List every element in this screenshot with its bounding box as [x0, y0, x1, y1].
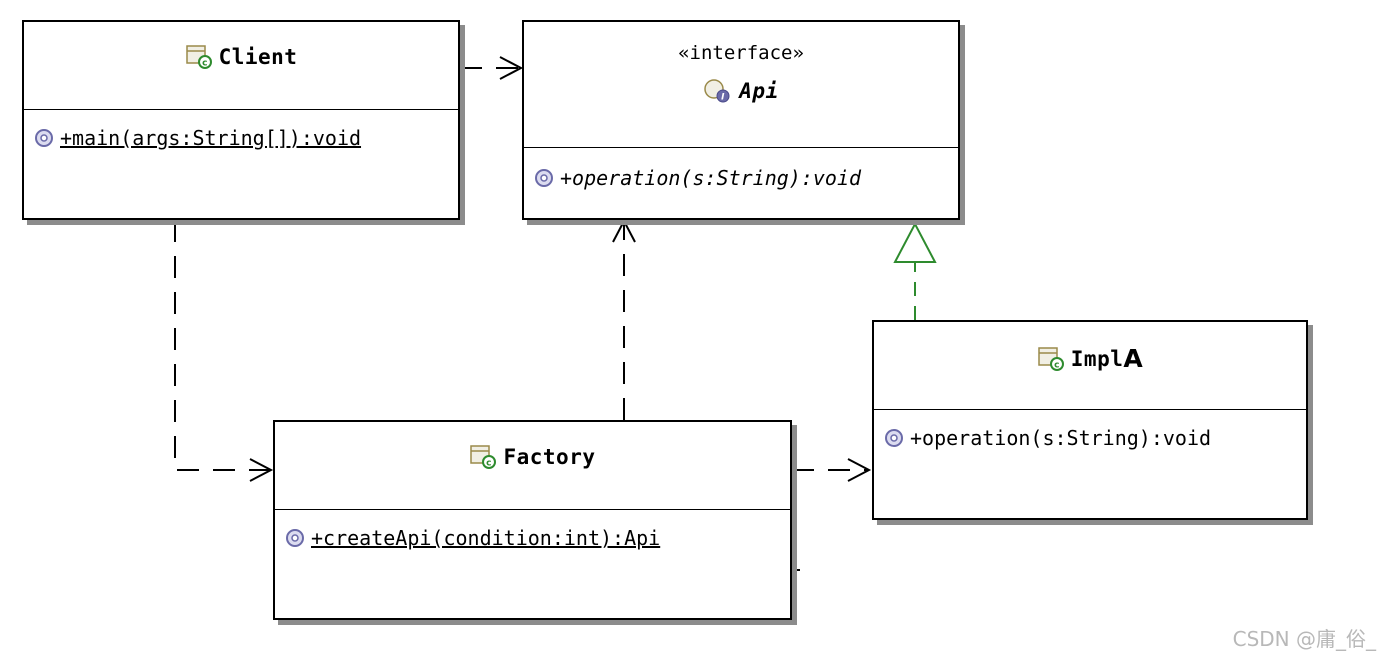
- operation-text: +main(args:String[]):void: [60, 126, 362, 150]
- factory-impla-arrowhead: [847, 458, 872, 482]
- public-operation-icon: [884, 428, 904, 448]
- operation-operation[interactable]: +operation(s:String):void: [534, 166, 861, 190]
- operation-main[interactable]: +main(args:String[]):void: [34, 126, 361, 150]
- impla-api-realization-triangle: [893, 221, 937, 263]
- class-icon: c: [185, 44, 213, 70]
- watermark: CSDN @庸_俗_: [1232, 627, 1376, 651]
- public-operation-icon: [34, 128, 54, 148]
- svg-text:I: I: [721, 93, 725, 103]
- interface-api[interactable]: «interface» I Api +operation(s:String):v…: [522, 20, 960, 220]
- operation-text: +operation(s:String):void: [910, 426, 1212, 450]
- client-api-arrowhead: [499, 56, 524, 80]
- class-name: Impl: [1070, 346, 1124, 371]
- class-icon: c: [469, 444, 497, 470]
- client-factory-arrowhead: [249, 458, 274, 482]
- svg-text:c: c: [202, 59, 208, 69]
- public-operation-icon: [285, 528, 305, 548]
- operation-text: +operation(s:String):void: [560, 166, 862, 190]
- svg-text:c: c: [487, 459, 493, 469]
- class-name: Factory: [503, 445, 596, 469]
- class-name-suffix: A: [1123, 344, 1144, 373]
- interface-api-title: I Api: [524, 78, 958, 104]
- class-client-title: c Client: [24, 44, 458, 70]
- stereotype-label: «interface»: [678, 42, 804, 64]
- class-client[interactable]: c Client +main(args:String[]):void: [22, 20, 460, 220]
- interface-name: Api: [739, 79, 779, 103]
- client-factory-dependency-line: [174, 220, 270, 471]
- class-factory[interactable]: c Factory +createApi(condition:int):Api: [273, 420, 792, 620]
- public-operation-icon: [534, 168, 554, 188]
- svg-text:c: c: [1054, 360, 1060, 370]
- operation-text: +createApi(condition:int):Api: [311, 526, 661, 550]
- operation-operation[interactable]: +operation(s:String):void: [884, 426, 1211, 450]
- interface-icon: I: [703, 78, 731, 104]
- class-icon: c: [1037, 346, 1065, 372]
- class-name: Client: [218, 45, 298, 69]
- operation-createapi[interactable]: +createApi(condition:int):Api: [285, 526, 660, 550]
- class-factory-title: c Factory: [275, 444, 790, 470]
- factory-api-arrowhead: [612, 218, 636, 243]
